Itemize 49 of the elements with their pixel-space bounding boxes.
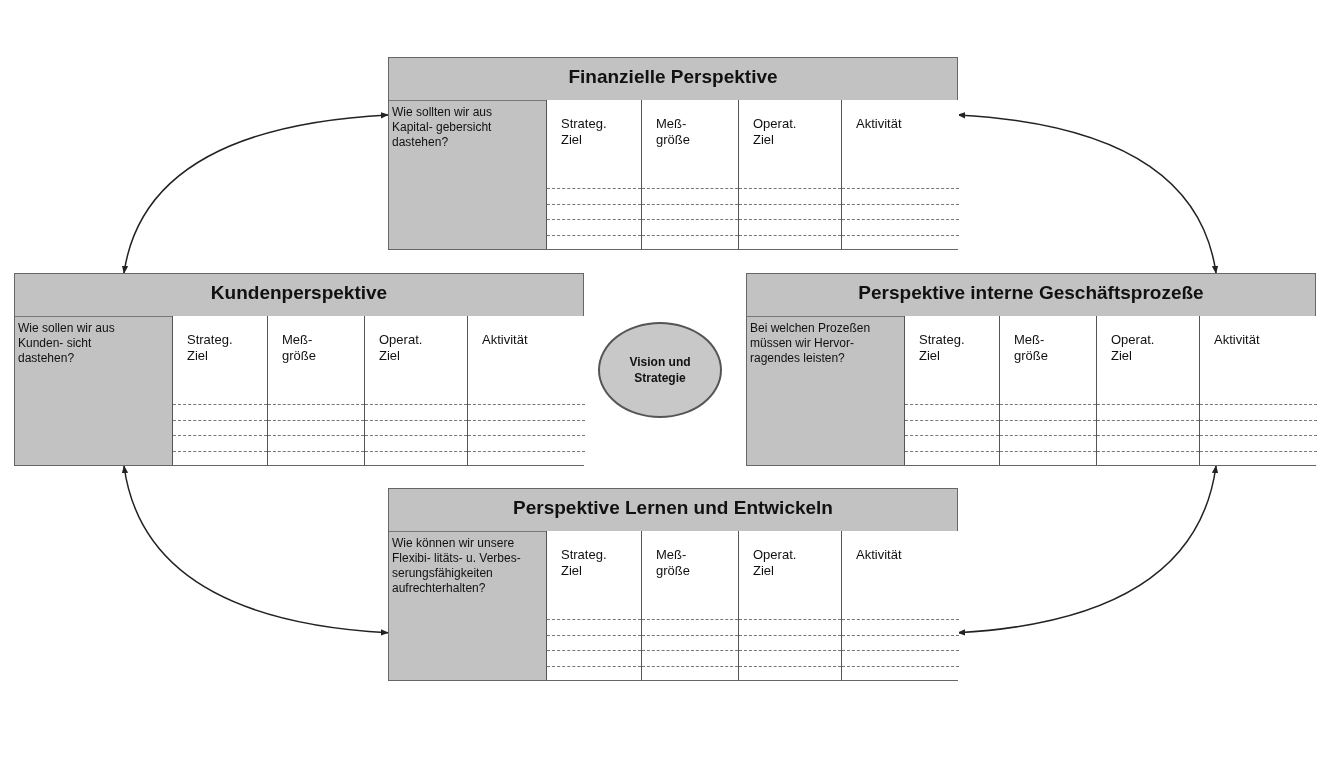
- column-heading: Operat. Ziel: [753, 547, 798, 579]
- double-headed-arrow: [957, 465, 1218, 636]
- column-heading: Aktivität: [856, 116, 903, 132]
- column-heading: Aktivität: [482, 332, 529, 348]
- table-column: [841, 100, 959, 249]
- table-column: [546, 531, 641, 680]
- table-column: [904, 316, 999, 465]
- table-column: [641, 100, 738, 249]
- perspective-panel: [746, 273, 1316, 466]
- table-column: [738, 100, 841, 249]
- column-heading: Operat. Ziel: [1111, 332, 1156, 364]
- table-column: [641, 531, 738, 680]
- double-headed-arrow: [122, 465, 389, 636]
- column-heading: Operat. Ziel: [753, 116, 798, 148]
- column-heading: Operat. Ziel: [379, 332, 424, 364]
- column-heading: Meß- größe: [656, 116, 691, 148]
- column-heading: Meß- größe: [656, 547, 691, 579]
- panel-heading: Finanzielle Perspektive: [568, 66, 778, 88]
- column-heading: Meß- größe: [1014, 332, 1049, 364]
- panel-heading: Perspektive Lernen und Entwickeln: [513, 497, 833, 519]
- column-heading: Aktivität: [1214, 332, 1261, 348]
- table-column: [841, 531, 959, 680]
- double-headed-arrow: [122, 112, 389, 274]
- question-text: Wie können wir unsere Flexibi- litäts- u. Verbes- serungsfähigkeiten aufrechterhalten?: [392, 536, 522, 596]
- column-heading: Strateg. Ziel: [187, 332, 234, 364]
- table-column: [172, 316, 267, 465]
- panel-heading: Kundenperspektive: [210, 282, 388, 304]
- question-text: Wie sollen wir aus Kunden- sicht dastehen?: [18, 321, 116, 366]
- column-heading: Strateg. Ziel: [561, 547, 608, 579]
- table-column: [738, 531, 841, 680]
- column-heading: Strateg. Ziel: [561, 116, 608, 148]
- table-column: [1096, 316, 1199, 465]
- perspective-panel: [388, 488, 958, 681]
- perspective-panel: [14, 273, 584, 466]
- panel-heading: Perspektive interne Geschäftsprozeße: [858, 282, 1204, 304]
- table-column: [546, 100, 641, 249]
- table-column: [364, 316, 467, 465]
- column-heading: Strateg. Ziel: [919, 332, 966, 364]
- perspective-panel: [388, 57, 958, 250]
- circle-text: Vision und Strategie: [628, 354, 692, 386]
- column-heading: Meß- größe: [282, 332, 317, 364]
- double-headed-arrow: [957, 112, 1218, 274]
- table-column: [999, 316, 1096, 465]
- question-text: Bei welchen Prozeßen müssen wir Hervor- ragendes leisten?: [750, 321, 872, 366]
- column-heading: Aktivität: [856, 547, 903, 563]
- table-column: [1199, 316, 1317, 465]
- table-column: [467, 316, 585, 465]
- question-text: Wie sollten wir aus Kapital- gebersicht dastehen?: [392, 105, 494, 150]
- table-column: [267, 316, 364, 465]
